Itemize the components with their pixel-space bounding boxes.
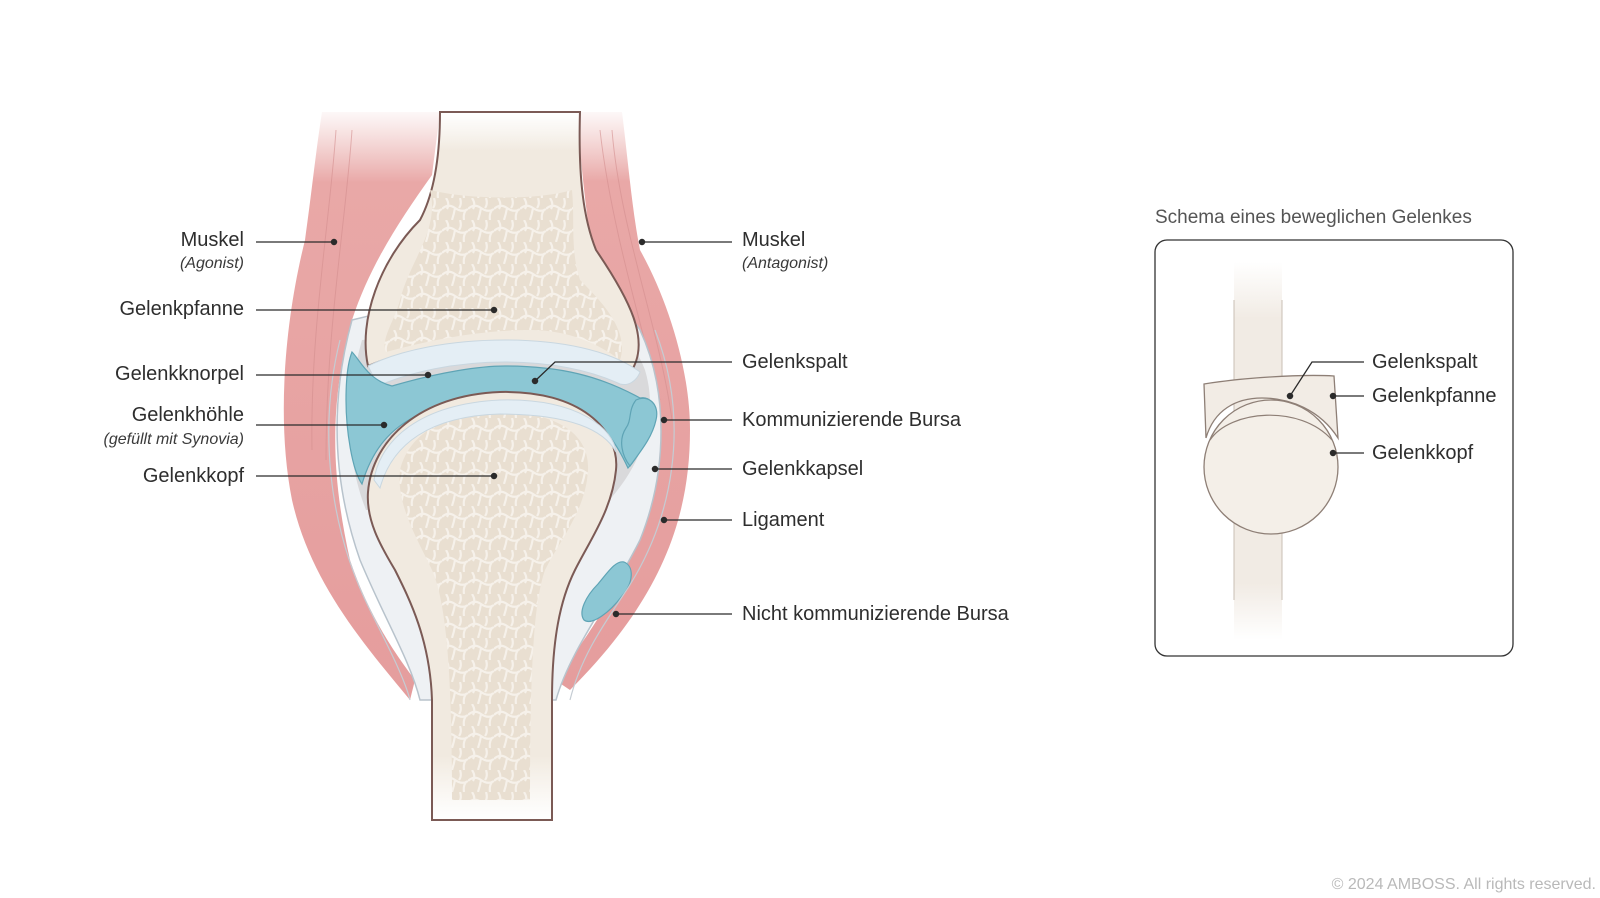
upper-cartilage (367, 339, 641, 387)
muscle-antagonist (555, 112, 690, 690)
label-ligament: Ligament (742, 509, 825, 531)
inset-socket (1203, 374, 1339, 441)
label-gelenkhoehle: Gelenkhöhle (131, 404, 244, 426)
inset-label-gelenkpfanne: Gelenkpfanne (1372, 385, 1497, 407)
label-kommunizierende-bursa: Kommunizierende Bursa (742, 409, 961, 431)
label-gelenkknorpel: Gelenkknorpel (115, 363, 244, 385)
label-muskel-antagonist: Muskel (742, 229, 806, 251)
upper-spongy (384, 190, 622, 360)
label-gelenkkopf: Gelenkkopf (142, 465, 244, 487)
lower-cartilage (373, 399, 617, 490)
label-agonist-sub: (Agonist) (179, 255, 244, 272)
communicating-bursa (621, 397, 658, 467)
label-antagonist-sub: (Antagonist) (742, 255, 829, 272)
label-gelenkkapsel: Gelenkkapsel (742, 458, 864, 480)
leader-lines (256, 238, 1364, 618)
inset-label-gelenkspalt: Gelenkspalt (1372, 351, 1478, 373)
inset-head (1203, 399, 1339, 535)
label-gelenkhoehle-sub: (gefüllt mit Synovia) (103, 431, 245, 448)
inset-title: Schema eines beweglichen Gelenkes (1155, 207, 1472, 228)
label-gelenkpfanne: Gelenkpfanne (119, 298, 244, 320)
label-gelenkspalt: Gelenkspalt (742, 351, 848, 373)
non-communicating-bursa (581, 561, 632, 622)
copyright-notice: © 2024 AMBOSS. All rights reserved. (1331, 876, 1596, 893)
label-nicht-kommunizierende-bursa: Nicht kommunizierende Bursa (742, 603, 1009, 625)
lower-spongy (399, 412, 589, 800)
label-muskel-agonist: Muskel (180, 229, 244, 251)
inset-label-gelenkkopf: Gelenkkopf (1372, 442, 1474, 464)
